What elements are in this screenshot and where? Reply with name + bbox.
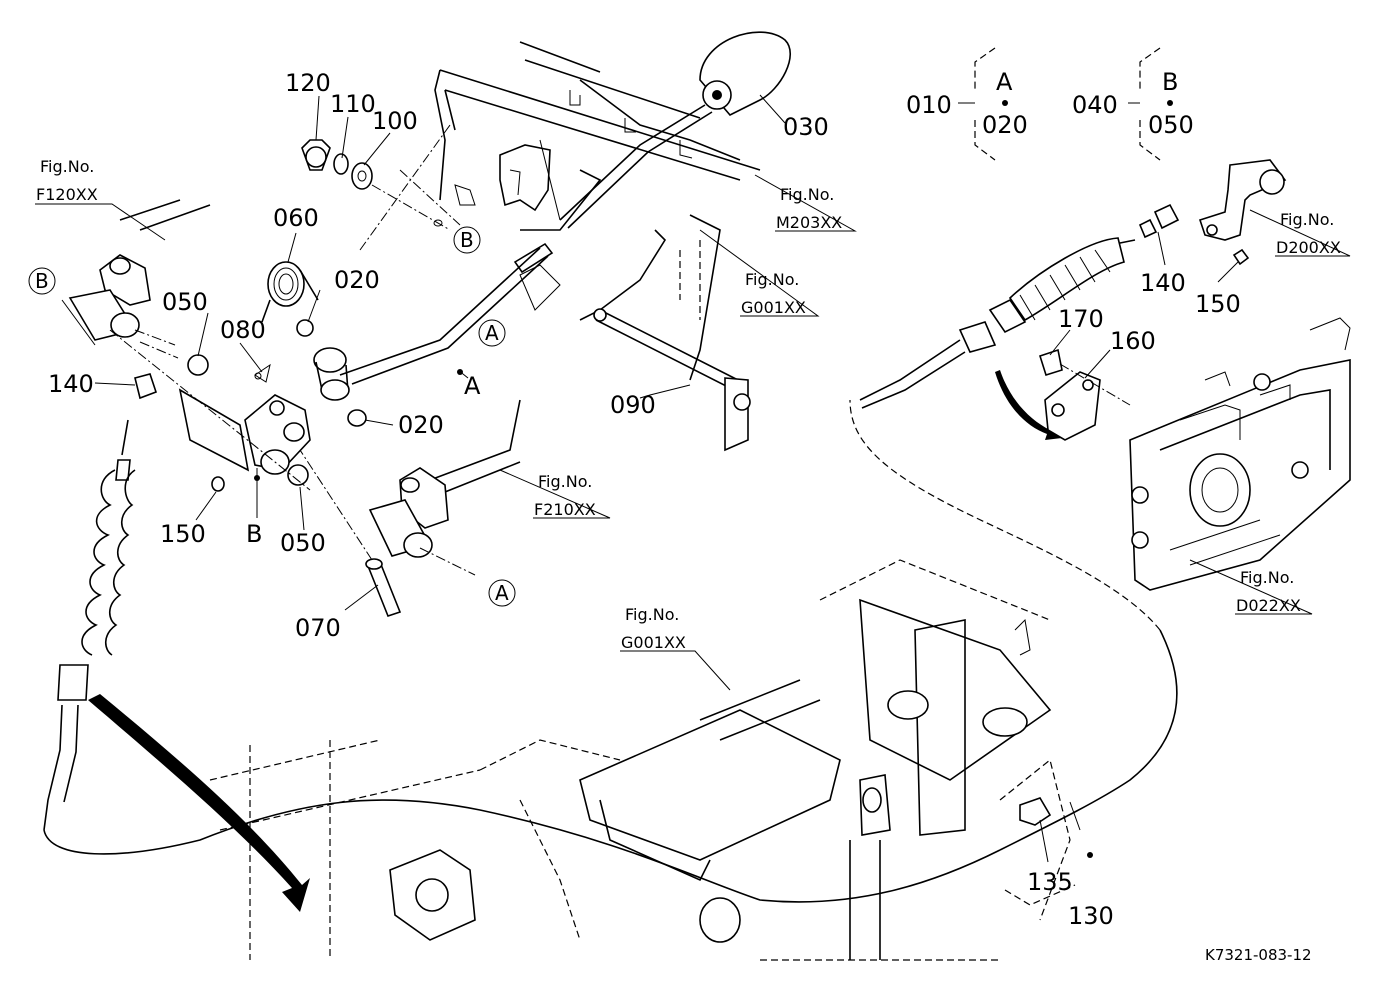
group-letter-labels: A B A B — [246, 68, 1178, 548]
label-150-left: 150 — [160, 520, 206, 548]
fig-ref-g001-bottom: G001XX — [621, 633, 686, 652]
label-080: 080 — [220, 316, 266, 344]
rod-090 — [593, 308, 751, 452]
label-140-right: 140 — [1140, 269, 1186, 297]
callout-a-middle: A — [485, 321, 499, 345]
group-header-b: B — [1162, 68, 1178, 96]
plate-160 — [1039, 348, 1131, 441]
label-020-group: 020 — [982, 111, 1028, 139]
spring-060 — [261, 261, 319, 323]
callout-circles — [28, 226, 516, 607]
label-090: 090 — [610, 391, 656, 419]
label-110: 110 — [330, 90, 376, 118]
shift-knob — [559, 31, 791, 229]
callout-b-upper: B — [460, 228, 474, 252]
label-160: 160 — [1110, 327, 1156, 355]
bell-crank-assembly — [178, 354, 311, 486]
label-140-left: 140 — [48, 370, 94, 398]
label-120: 120 — [285, 69, 331, 97]
label-010: 010 — [906, 91, 952, 119]
label-135: 135 — [1027, 868, 1073, 896]
fig-ref-d200: D200XX — [1276, 238, 1341, 257]
upper-bracket-drawing — [359, 41, 761, 381]
label-020-upper: 020 — [334, 266, 380, 294]
group-brackets — [974, 47, 1161, 906]
f120-linkage — [61, 199, 311, 491]
fig-prefix-m203: Fig.No. — [780, 185, 834, 204]
pin-070 — [299, 449, 402, 617]
fig-ref-f120: F120XX — [36, 185, 98, 204]
fig-prefix-g001-bottom: Fig.No. — [625, 605, 679, 624]
figure-references: Fig.No. F120XX Fig.No. M203XX Fig.No. G0… — [36, 157, 1341, 652]
label-150-right: 150 — [1195, 290, 1241, 318]
callout-b-left: B — [35, 269, 49, 293]
callout-a-lower: A — [495, 581, 509, 605]
part-labels: 120 110 100 030 060 020 050 080 140 020 … — [48, 69, 1241, 930]
label-050-lower: 050 — [280, 529, 326, 557]
shift-lever-rod — [313, 242, 554, 401]
label-130: 130 — [1068, 902, 1114, 930]
nut-washer-stack — [301, 139, 451, 231]
group-dots — [254, 100, 1173, 858]
label-060: 060 — [273, 204, 319, 232]
lower-frame — [209, 559, 1071, 961]
f210-linkage — [368, 399, 521, 576]
label-100: 100 — [372, 107, 418, 135]
left-cable — [43, 373, 1178, 903]
label-070: 070 — [295, 614, 341, 642]
label-020-lower: 020 — [398, 411, 444, 439]
fig-prefix-d200: Fig.No. — [1280, 210, 1334, 229]
d022-housing — [1129, 317, 1351, 591]
fig-ref-d022: D022XX — [1236, 596, 1301, 615]
right-cable — [859, 203, 1180, 409]
label-170: 170 — [1058, 305, 1104, 333]
fig-prefix-g001-top: Fig.No. — [745, 270, 799, 289]
fig-prefix-d022: Fig.No. — [1240, 568, 1294, 587]
fig-ref-g001-top: G001XX — [741, 298, 806, 317]
leader-lines — [94, 94, 1239, 863]
group-header-a: A — [996, 68, 1013, 96]
fig-prefix-f210: Fig.No. — [538, 472, 592, 491]
fig-ref-f210: F210XX — [534, 500, 596, 519]
fig-prefix-f120: Fig.No. — [40, 157, 94, 176]
label-050-group: 050 — [1148, 111, 1194, 139]
drawing-number: K7321-083-12 — [1205, 946, 1312, 964]
d200-bracket — [1198, 159, 1287, 266]
group-label-b: B — [246, 520, 262, 548]
group-label-a: A — [464, 372, 481, 400]
callout-letters: B B A A — [35, 228, 509, 605]
bushings-020 — [296, 319, 367, 427]
fig-ref-m203: M203XX — [776, 213, 842, 232]
label-040: 040 — [1072, 91, 1118, 119]
figure-reference-leaders — [35, 174, 1351, 691]
label-050-upper: 050 — [162, 288, 208, 316]
label-030: 030 — [783, 113, 829, 141]
